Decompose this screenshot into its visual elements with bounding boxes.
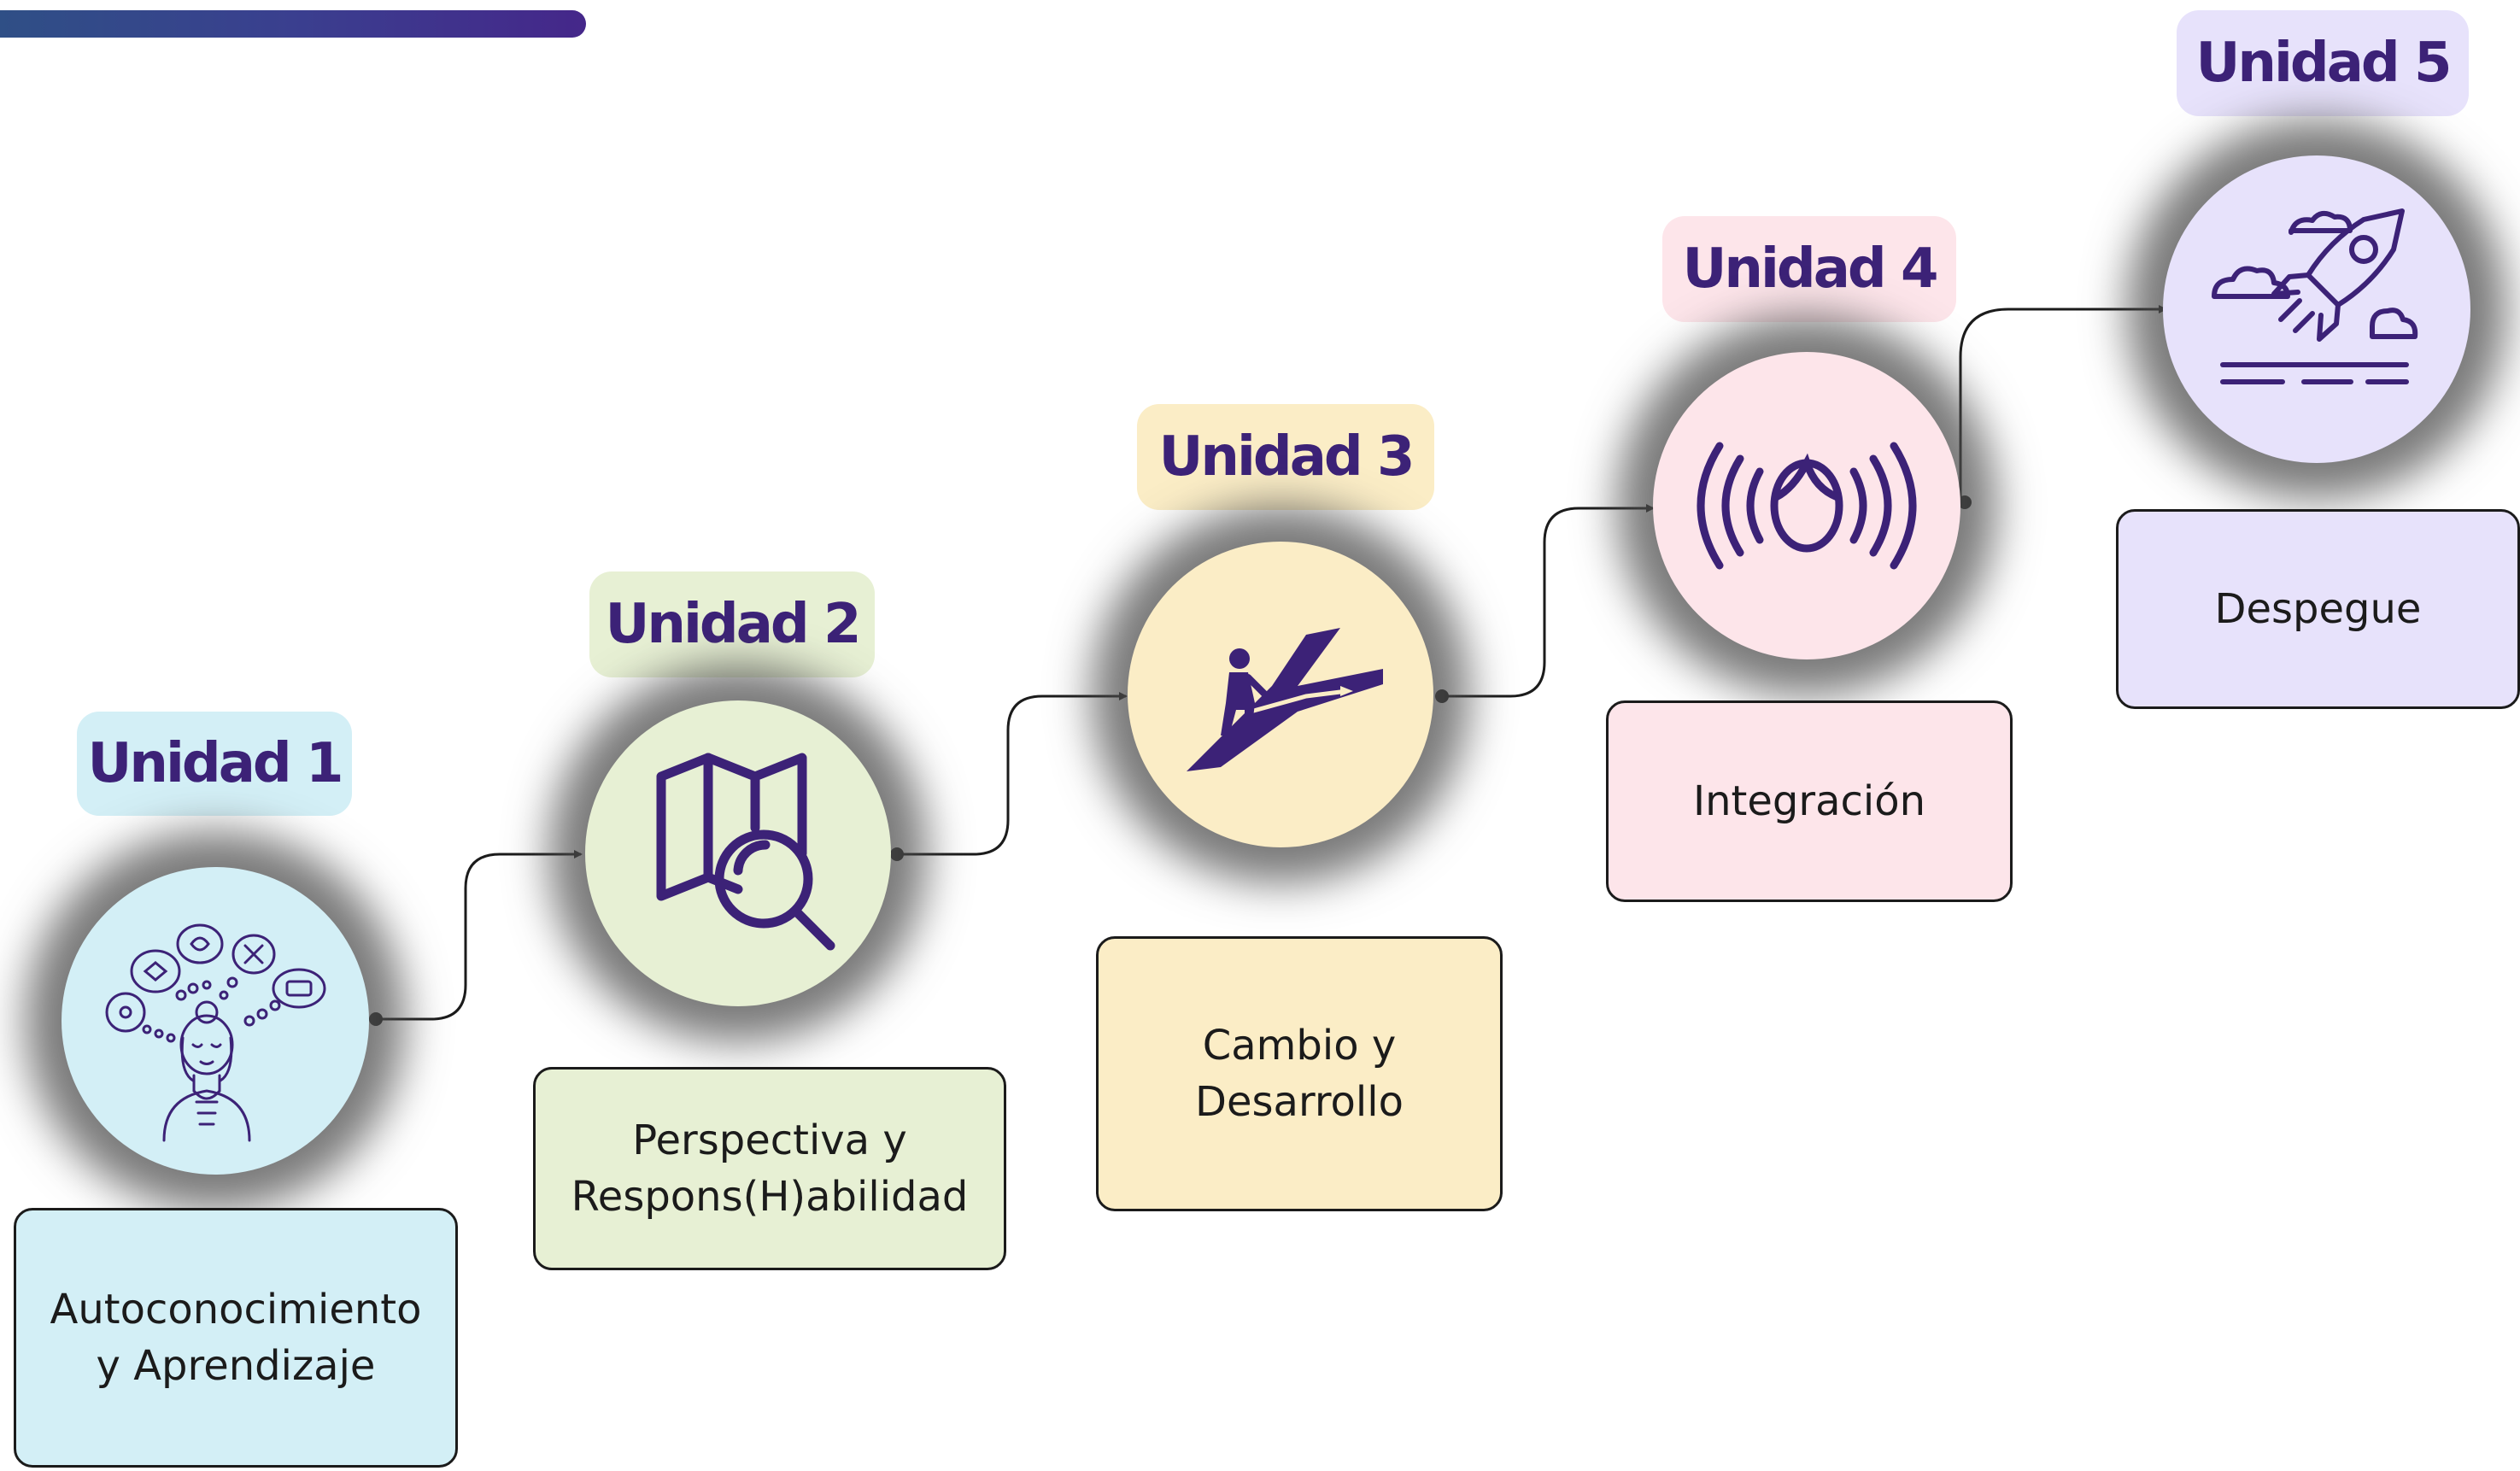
unit-2-badge: Unidad 2 xyxy=(589,571,875,677)
unit-2-title: Perspectiva y Respons(H)abilidad xyxy=(533,1067,1006,1270)
connector-4-5 xyxy=(1959,305,2167,504)
connector-3-4 xyxy=(1442,504,1655,698)
unit-5-circle xyxy=(2163,155,2470,463)
connector-2-3 xyxy=(897,692,1128,856)
connector-dot xyxy=(1958,495,1972,509)
unit-1-circle xyxy=(62,867,369,1175)
unit-4-title: Integración xyxy=(1606,700,2013,902)
connector-dot xyxy=(1435,689,1449,703)
person-thinking-icon xyxy=(105,923,326,1142)
unit-2-circle xyxy=(585,700,891,1006)
unit-4-badge: Unidad 4 xyxy=(1662,216,1956,322)
top-accent-bar xyxy=(0,10,586,38)
connector-dot xyxy=(890,847,904,861)
connector-1-2 xyxy=(376,850,583,1021)
unit-5-badge: Unidad 5 xyxy=(2177,10,2469,116)
unit-3-title: Cambio y Desarrollo xyxy=(1096,936,1503,1211)
unit-3-badge: Unidad 3 xyxy=(1137,404,1434,510)
connector-dot xyxy=(369,1012,383,1026)
hiker-path-icon xyxy=(1187,628,1383,771)
rocket-icon xyxy=(2212,208,2418,384)
unit-1-badge: Unidad 1 xyxy=(77,712,352,816)
map-magnifier-icon xyxy=(656,753,835,951)
unit-1-title: Autoconocimiento y Aprendizaje xyxy=(14,1208,458,1468)
unit-4-circle xyxy=(1653,352,1960,659)
unit-3-circle xyxy=(1128,542,1433,847)
face-radiating-icon xyxy=(1697,442,1917,570)
unit-5-title: Despegue xyxy=(2116,509,2520,709)
